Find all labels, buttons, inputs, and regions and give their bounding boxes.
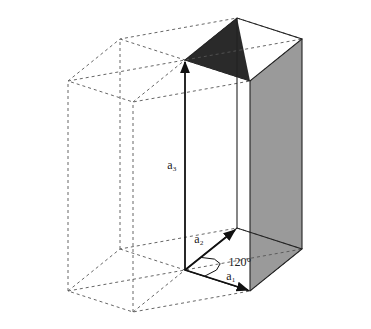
vector-label: a₁ — [226, 270, 236, 282]
dark-triangle — [185, 18, 250, 81]
angle-arc — [201, 257, 220, 276]
angle-label: 120° — [229, 256, 252, 268]
shaded-face — [250, 39, 302, 291]
unit-cell — [185, 18, 302, 291]
vector-label: a₃ — [167, 159, 177, 171]
vector-label: a₂ — [194, 233, 204, 245]
hexagonal-prism — [68, 18, 302, 312]
